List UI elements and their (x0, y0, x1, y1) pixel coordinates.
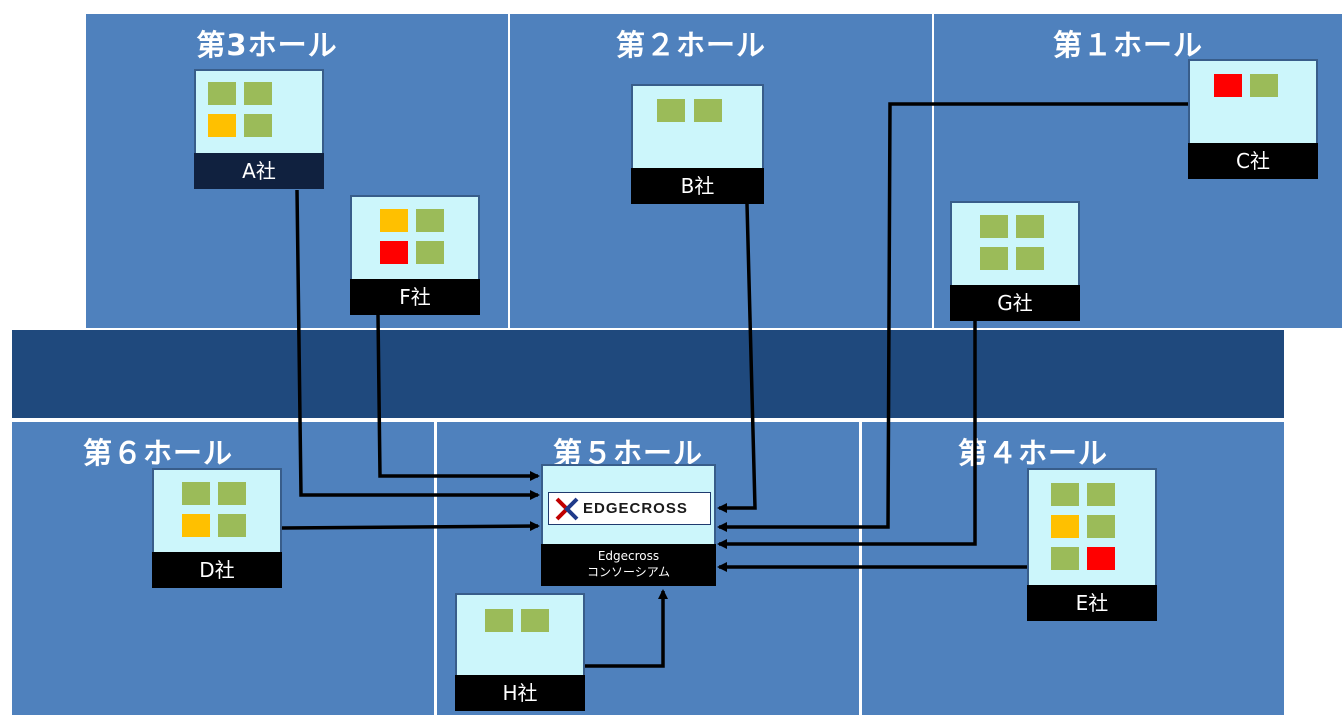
device-status-ok (1051, 483, 1079, 506)
booth-h: H社 (455, 593, 585, 711)
booth-c: C社 (1188, 59, 1318, 179)
booth-e-label: E社 (1027, 585, 1157, 621)
booth-b: B社 (631, 84, 764, 204)
connector-c (717, 102, 1188, 532)
connector-d (281, 521, 540, 532)
device-status-ok (208, 82, 236, 105)
device-status-error (1087, 547, 1115, 570)
booth-g: G社 (950, 201, 1080, 321)
device-status-ok (218, 514, 246, 537)
edgecross-label-line1: Edgecross (597, 549, 660, 563)
hall-2: 第２ホール (510, 14, 932, 328)
edgecross-label: Edgecross コンソーシアム (541, 544, 716, 586)
device-status-warning (208, 114, 236, 137)
booth-g-label: G社 (950, 285, 1080, 321)
booth-d: D社 (152, 468, 282, 588)
connector-g (717, 321, 977, 549)
device-status-ok (1250, 74, 1278, 97)
device-status-ok (416, 209, 444, 232)
booth-a-label: A社 (194, 153, 324, 189)
hall-2-title: 第２ホール (615, 28, 766, 62)
device-status-ok (1087, 483, 1115, 506)
booth-b-label: B社 (631, 168, 764, 204)
device-status-ok (244, 114, 272, 137)
device-status-ok (1051, 547, 1079, 570)
device-status-ok (521, 609, 549, 632)
device-status-ok (694, 99, 722, 122)
edgecross-mark-icon (555, 497, 579, 521)
edgecross-logo: EDGECROSS (548, 492, 711, 525)
booth-f: F社 (350, 195, 480, 315)
device-status-warning (380, 209, 408, 232)
booth-c-label: C社 (1188, 143, 1318, 179)
hall-6: 第６ホール (12, 422, 434, 715)
hall-3-title: 第3ホール (196, 28, 338, 62)
booth-d-label: D社 (152, 552, 282, 588)
edgecross-hub: EDGECROSS Edgecross コンソーシアム (541, 464, 716, 586)
hall-4-title: 第４ホール (957, 436, 1108, 470)
device-status-ok (980, 215, 1008, 238)
device-status-ok (1087, 515, 1115, 538)
device-status-ok (244, 82, 272, 105)
booth-f-label: F社 (350, 279, 480, 315)
connector-a (295, 189, 540, 500)
booth-a: A社 (194, 69, 324, 189)
hall-1-title: 第１ホール (1052, 28, 1203, 62)
device-status-ok (182, 482, 210, 505)
device-status-error (380, 241, 408, 264)
device-status-ok (657, 99, 685, 122)
device-status-ok (1016, 215, 1044, 238)
device-status-ok (1016, 247, 1044, 270)
device-status-error (1214, 74, 1242, 97)
device-status-ok (980, 247, 1008, 270)
edgecross-logo-text: EDGECROSS (583, 500, 688, 517)
corridor (12, 330, 1284, 418)
device-status-warning (1051, 515, 1079, 538)
connector-b (717, 203, 757, 513)
connector-h (585, 589, 668, 668)
booth-e: E社 (1027, 468, 1157, 621)
hall-6-title: 第６ホール (82, 436, 233, 470)
connector-f (376, 314, 540, 481)
device-status-ok (218, 482, 246, 505)
device-status-warning (182, 514, 210, 537)
booth-h-label: H社 (455, 675, 585, 711)
edgecross-label-line2: コンソーシアム (587, 565, 670, 579)
device-status-ok (416, 241, 444, 264)
device-status-ok (485, 609, 513, 632)
